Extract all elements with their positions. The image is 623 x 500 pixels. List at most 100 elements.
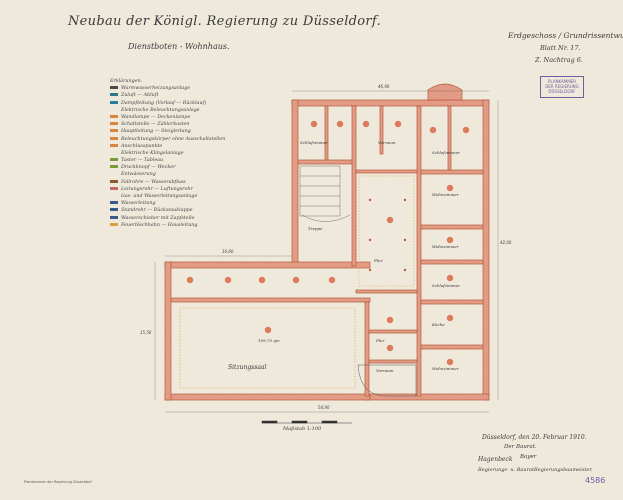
legend-item-label: Druckknopf — Wecker <box>121 165 176 171</box>
legend-swatch <box>110 158 118 162</box>
legend-item: Wasserleitung <box>110 200 290 207</box>
legend-item-label: Elektrische Beleuchtungsanlage <box>121 107 200 113</box>
legend-swatch <box>110 122 118 126</box>
dimension-right: 42,00 <box>500 240 512 245</box>
legend-swatch <box>110 129 118 133</box>
room-label: Treppe <box>308 226 323 231</box>
room-label: Wohnzimmer <box>432 192 459 197</box>
corner-bay <box>427 83 463 101</box>
stamp-line: PLANKAMMER <box>548 79 576 84</box>
legend-item: Elektrische Beleuchtungsanlage <box>110 107 290 114</box>
main-building-walls <box>164 99 490 401</box>
room-label: Vorraum <box>378 140 396 145</box>
legend: Erklärungen. Warmwasserheizungsanlage Zu… <box>110 78 290 229</box>
legend-item-label: Entwässerung <box>121 172 156 178</box>
staircase <box>299 165 351 222</box>
hall-outline <box>179 307 356 389</box>
signature-role: Der Baurat. <box>504 444 537 450</box>
legend-item: Standrohr — Rückstauklappe <box>110 207 290 214</box>
legend-swatch <box>110 165 118 169</box>
sheet-reference: Z. Nachtrag 6. <box>535 56 583 64</box>
legend-item: Beleuchtungskörper ohne Ausschaltstellen <box>110 136 290 143</box>
legend-swatch <box>110 186 118 190</box>
legend-swatch <box>110 136 118 140</box>
columns <box>368 198 407 272</box>
legend-item: Taster — Tableau <box>110 157 290 164</box>
room-label: Schlafzimmer <box>300 140 328 145</box>
dimension-bottom: 54,90 <box>318 405 330 410</box>
legend-item-label: Warmwasserheizungsanlage <box>121 86 191 92</box>
legend-item: Gas- und Wasserleitungsanlage <box>110 193 290 200</box>
date-line: Düsseldorf, den 20. Februar 1910. <box>482 434 587 441</box>
room-markers <box>186 120 470 366</box>
legend-item: Anschlusspunkte <box>110 143 290 150</box>
legend-swatch <box>110 208 118 212</box>
legend-item-label: Wasserschieber mit Zapfstelle <box>121 215 195 221</box>
legend-swatch <box>110 222 118 226</box>
scale-label: Maßstab 1:100 <box>283 426 322 432</box>
dimension-hall-width: 15,56 <box>140 330 152 335</box>
legend-item-label: Anschlusspunkte <box>121 143 163 149</box>
legend-item-label: Wasserleitung <box>121 201 156 207</box>
print-note: Plankammer der Regierung Düsseldorf <box>24 480 92 484</box>
legend-swatch <box>110 100 118 104</box>
legend-item: Dampfleitung (Vorlauf — Rücklauf) <box>110 100 290 107</box>
legend-item: Feuerlöschhahn — Hausleitung <box>110 222 290 229</box>
legend-swatch <box>110 86 118 90</box>
legend-item: Wasserschieber mit Zapfstelle <box>110 215 290 222</box>
signature-left: Hagenbeck <box>478 456 513 463</box>
legend-item-label: Standrohr — Rückstauklappe <box>121 208 193 214</box>
legend-item-label: Leitungsrohr — Luftungsrohr <box>121 186 193 192</box>
dimension-top: 46,90 <box>378 84 390 89</box>
room-label: Vorraum <box>376 368 394 373</box>
hall-label: Sitzungssaal <box>228 364 267 371</box>
legend-item-label: Elektrische Klingelanlage <box>121 150 184 156</box>
legend-item-label: Dampfleitung (Vorlauf — Rücklauf) <box>121 100 207 106</box>
legend-swatch <box>110 179 118 183</box>
legend-item-label: Taster — Tableau <box>121 158 164 164</box>
legend-item-label: Feuerlöschhahn — Hausleitung <box>121 222 198 228</box>
legend-swatch <box>110 93 118 97</box>
legend-item: Fallrohre — Wasserabfluss <box>110 179 290 186</box>
room-label: Wohnzimmer <box>432 244 459 249</box>
dimension-lines <box>154 90 499 413</box>
legend-item: Entwässerung <box>110 171 290 178</box>
signature-name: Bayer <box>520 454 537 460</box>
legend-swatch <box>110 201 118 205</box>
drawing-type-label: Erdgeschoss / Grundrissentwurf. <box>508 31 623 40</box>
drawing-subtitle: Dienstboten - Wohnhaus. <box>128 42 230 51</box>
corridor-outline <box>358 175 415 287</box>
round-staircase <box>357 364 417 397</box>
legend-item-label: Hauptleitung — Steigleitung <box>121 129 191 135</box>
drawing-title: Neubau der Königl. Regierung zu Düsseldo… <box>68 14 381 29</box>
legend-item-label: Beleuchtungskörper ohne Ausschaltstellen <box>121 136 226 142</box>
sheet-number: Blatt Nr. 17. <box>540 44 581 52</box>
legend-item-label: Fallrohre — Wasserabfluss <box>121 179 186 185</box>
legend-item-label: Schaltstelle — Zählerkasten <box>121 122 190 128</box>
scale-bar <box>261 420 352 424</box>
legend-swatch <box>110 114 118 118</box>
dimension-left-wing: 16,60 <box>222 249 234 254</box>
legend-item: Wandlampe — Deckenlampe <box>110 114 290 121</box>
legend-item: Leitungsrohr — Luftungsrohr <box>110 186 290 193</box>
room-label: Flur <box>376 338 385 343</box>
room-label: Wohnzimmer <box>432 366 459 371</box>
room-label: Schlafzimmer <box>432 150 460 155</box>
legend-item: Hauptleitung — Steigleitung <box>110 128 290 135</box>
legend-swatch <box>110 215 118 219</box>
archive-stamp: PLANKAMMER DER REGIERUNG DÜSSELDORF <box>540 76 584 98</box>
room-label: Schlafzimmer <box>432 283 460 288</box>
room-label: Küche <box>432 322 445 327</box>
signature-left-title: Regierungs- u. Baurat. <box>478 467 536 473</box>
stamp-line: DER REGIERUNG <box>545 84 579 89</box>
legend-item: Schaltstelle — Zählerkasten <box>110 121 290 128</box>
legend-item-label: Zuluft — Abluft <box>121 93 159 99</box>
legend-item: Zuluft — Abluft <box>110 92 290 99</box>
signature-right-title: Regierungsbaumeister. <box>534 467 593 473</box>
legend-item-label: Wandlampe — Deckenlampe <box>121 114 191 120</box>
room-label: Flur <box>374 258 383 263</box>
legend-heading: Erklärungen. <box>110 79 143 84</box>
legend-item: Warmwasserheizungsanlage <box>110 85 290 92</box>
